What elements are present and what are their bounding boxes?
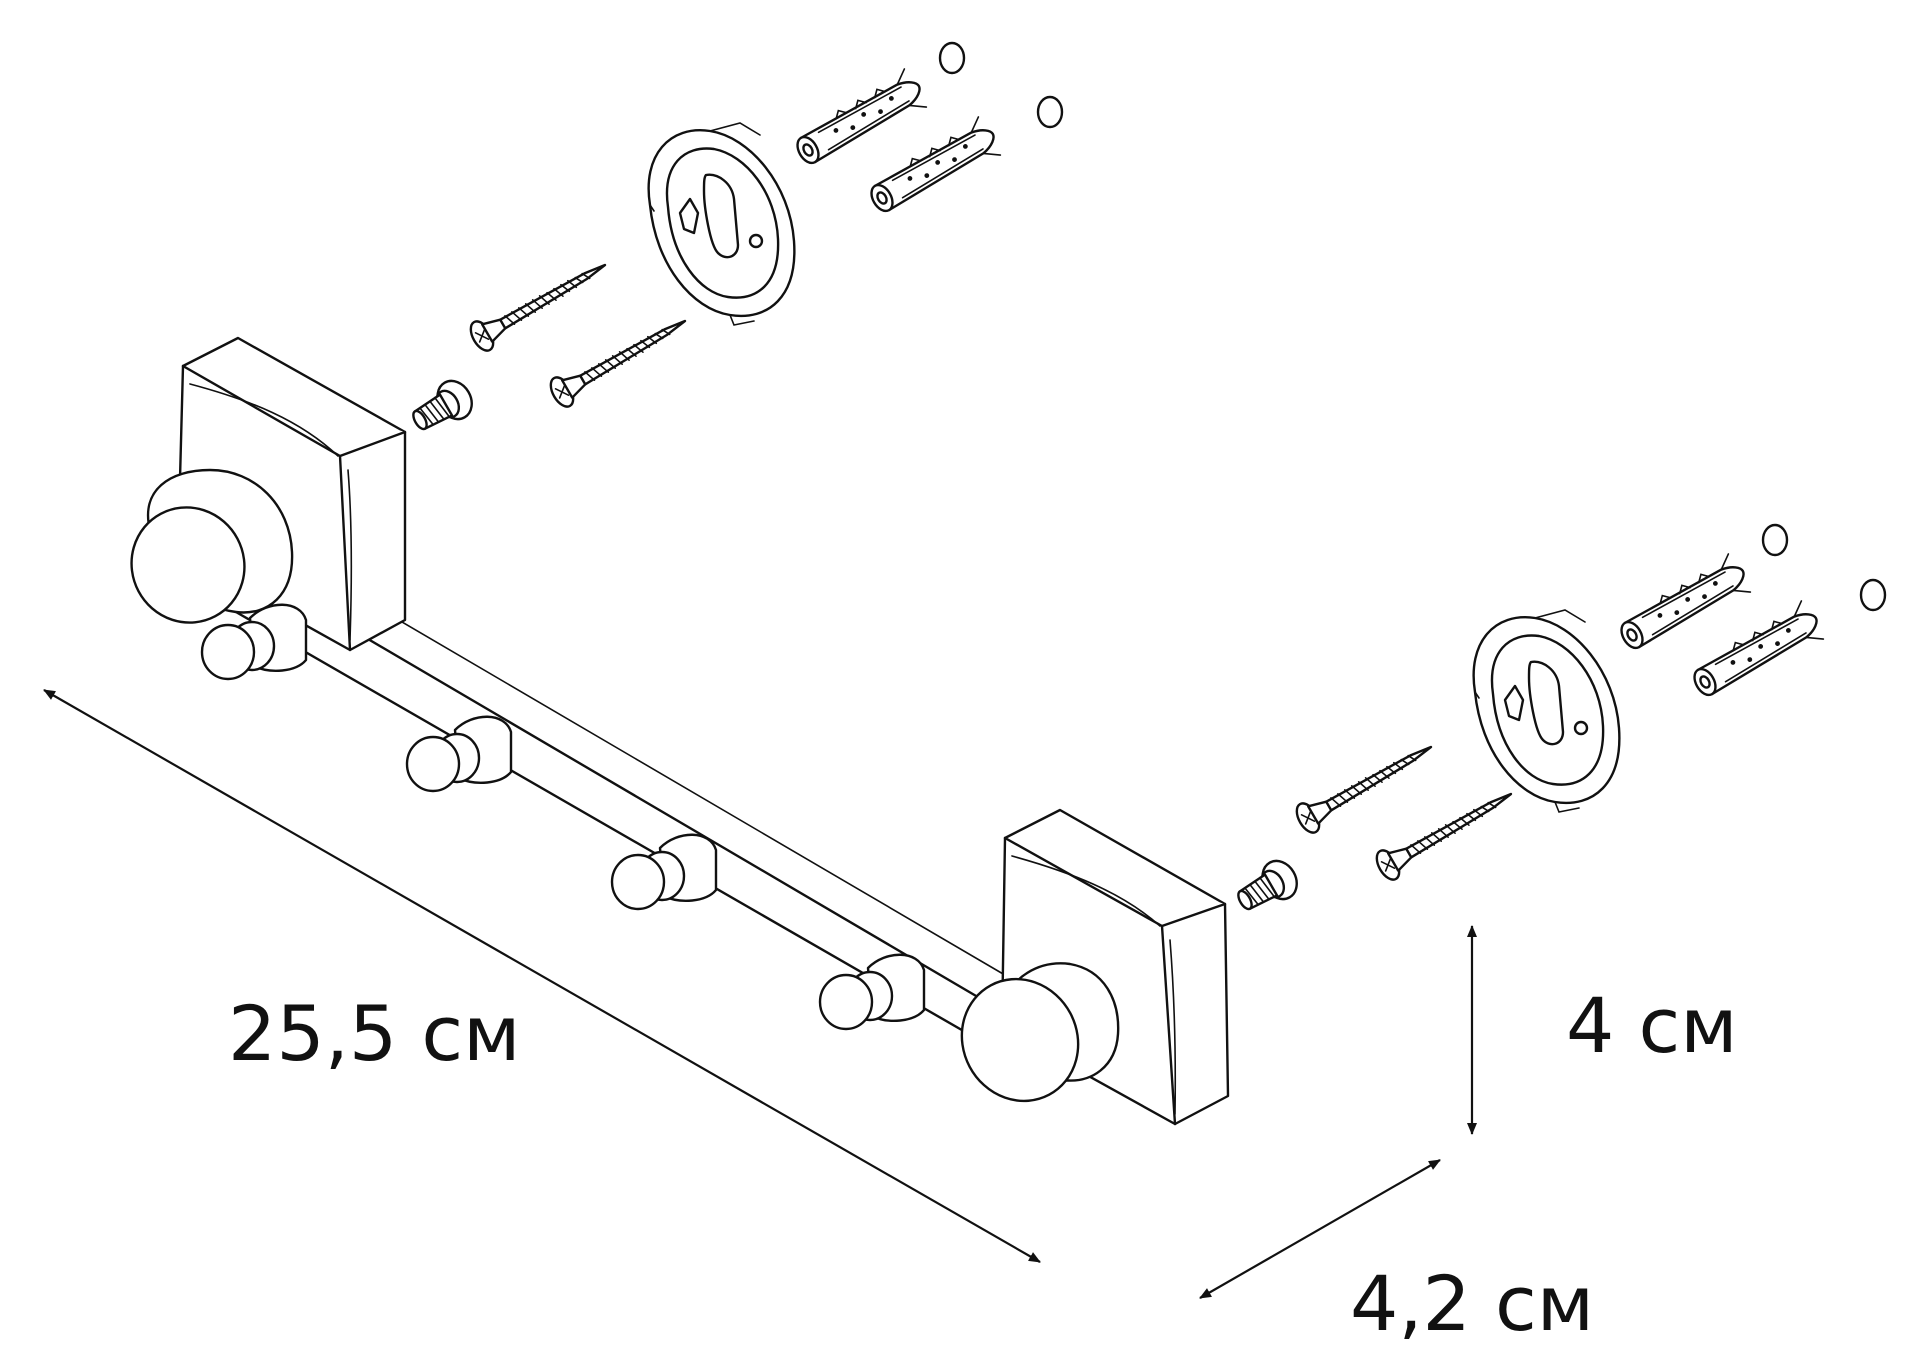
mounting-ring-icon [647,121,796,327]
hook-4 [818,953,926,1031]
screw-icon [1371,778,1521,885]
left-wall-flange [130,336,407,652]
mounting-ring-icon [1472,608,1621,814]
cap-icon [1761,523,1789,557]
length-dimension-label: 25,5 см [228,989,521,1078]
length-dimension-line [43,689,1041,1263]
depth-dimension-label: 4,2 см [1350,1259,1594,1348]
wall-plug-icon [1685,597,1829,707]
height-dimension-label: 4 см [1566,981,1738,1070]
hook-2 [405,715,513,793]
mounting-set-lower [1229,523,1887,922]
cap-icon [1036,95,1064,129]
screw-icon [545,305,695,412]
cap-icon [1859,578,1887,612]
mounting-set-upper [404,41,1064,442]
wall-plug-icon [788,65,932,175]
wall-plug-icon [862,113,1006,223]
right-wall-flange [960,808,1230,1126]
screw-icon [465,249,615,356]
set-screw-icon [1229,853,1305,922]
cap-icon [938,41,966,75]
wall-plug-icon [1612,550,1756,660]
set-screw-icon [404,373,480,442]
hook-3 [610,833,718,911]
depth-dimension-line [1199,1159,1441,1299]
screw-icon [1291,731,1441,838]
